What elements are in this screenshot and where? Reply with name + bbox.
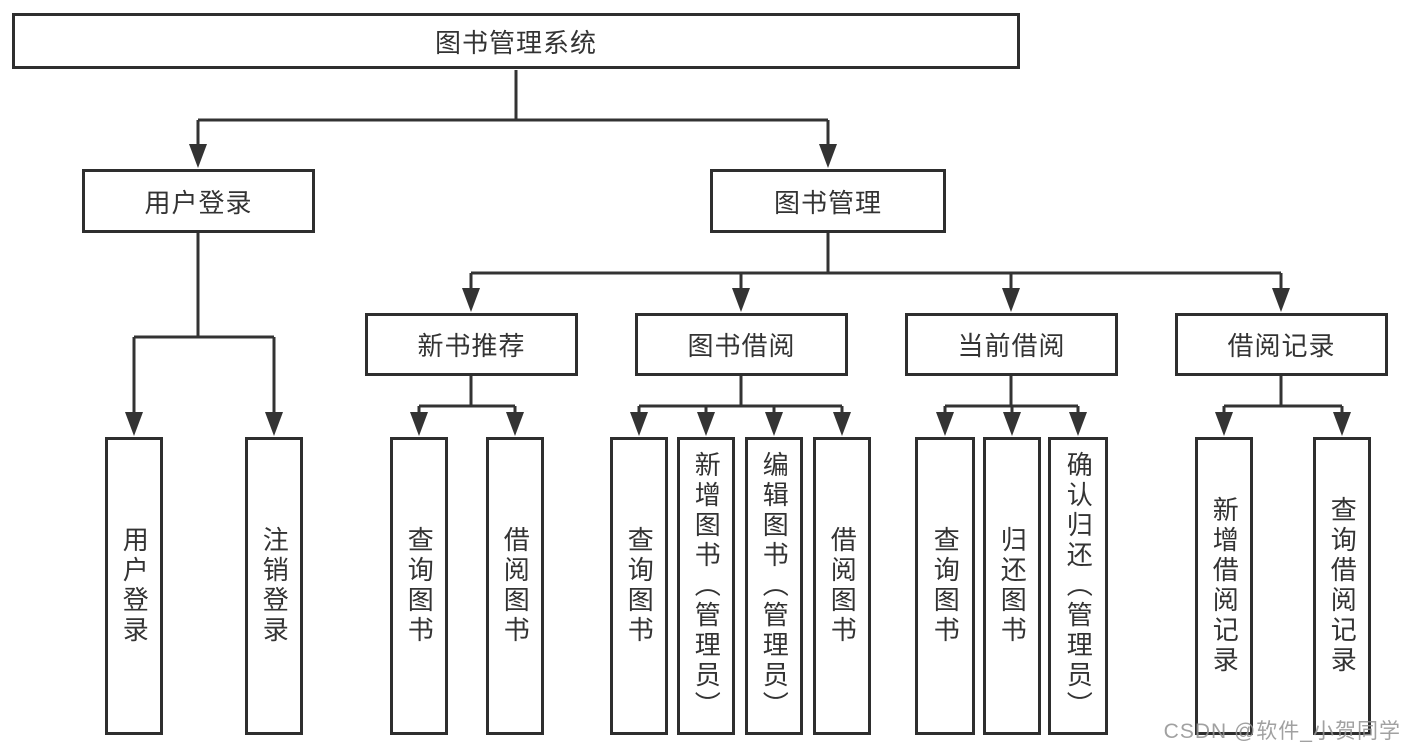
leaf-user-login-label: 用户登录 (119, 526, 150, 646)
node-book-borrow: 图书借阅 (635, 313, 848, 376)
leaf-bb-query-books: 查询图书 (610, 437, 668, 735)
leaf-bb-edit-books-admin-label: 编辑图书（管理员） (759, 451, 790, 721)
node-user-login-label: 用户登录 (144, 187, 253, 218)
leaf-cb-confirm-return-admin: 确认归还（管理员） (1048, 437, 1108, 735)
leaf-br-query-borrow-record: 查询借阅记录 (1313, 437, 1371, 735)
leaf-logout-label: 注销登录 (259, 526, 290, 646)
node-user-login: 用户登录 (82, 169, 315, 233)
node-book-management: 图书管理 (710, 169, 946, 233)
leaf-logout: 注销登录 (245, 437, 303, 735)
node-new-book-recommend-label: 新书推荐 (417, 331, 526, 361)
node-current-borrow: 当前借阅 (905, 313, 1118, 376)
node-book-borrow-label: 图书借阅 (687, 331, 796, 361)
node-root: 图书管理系统 (12, 13, 1020, 69)
node-book-management-label: 图书管理 (773, 187, 882, 218)
leaf-nbr-query-books-label: 查询图书 (404, 526, 435, 646)
watermark-text: CSDN @软件_小贺同学 (1163, 720, 1401, 743)
node-current-borrow-label: 当前借阅 (957, 331, 1066, 361)
leaf-nbr-borrow-books: 借阅图书 (486, 437, 544, 735)
leaf-bb-borrow-books: 借阅图书 (813, 437, 871, 735)
leaf-bb-add-books-admin: 新增图书（管理员） (677, 437, 735, 735)
leaf-br-add-borrow-record: 新增借阅记录 (1195, 437, 1253, 735)
leaf-cb-confirm-return-admin-label: 确认归还（管理员） (1063, 451, 1094, 721)
leaf-bb-query-books-label: 查询图书 (624, 526, 655, 646)
leaf-cb-query-books: 查询图书 (915, 437, 975, 735)
leaf-br-query-borrow-record-label: 查询借阅记录 (1327, 496, 1358, 676)
leaf-cb-return-books-label: 归还图书 (997, 526, 1028, 646)
leaf-bb-add-books-admin-label: 新增图书（管理员） (691, 451, 722, 721)
leaf-bb-edit-books-admin: 编辑图书（管理员） (745, 437, 803, 735)
node-root-label: 图书管理系统 (434, 27, 597, 58)
leaf-bb-borrow-books-label: 借阅图书 (827, 526, 858, 646)
leaf-cb-query-books-label: 查询图书 (930, 526, 961, 646)
leaf-cb-return-books: 归还图书 (983, 437, 1041, 735)
leaf-nbr-borrow-books-label: 借阅图书 (500, 526, 531, 646)
node-new-book-recommend: 新书推荐 (365, 313, 578, 376)
node-borrow-records-label: 借阅记录 (1227, 331, 1336, 361)
leaf-br-add-borrow-record-label: 新增借阅记录 (1209, 496, 1240, 676)
node-borrow-records: 借阅记录 (1175, 313, 1388, 376)
leaf-nbr-query-books: 查询图书 (390, 437, 448, 735)
arrowheads (125, 144, 1351, 436)
leaf-user-login: 用户登录 (105, 437, 163, 735)
